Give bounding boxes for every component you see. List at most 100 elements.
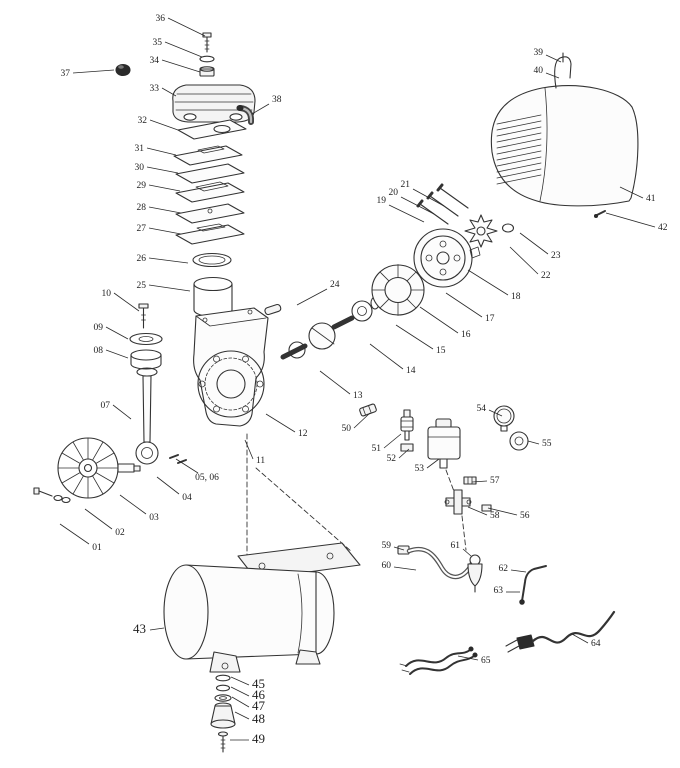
leader-line-50	[353, 412, 371, 429]
leader-line-19	[388, 204, 425, 223]
part-label-03: 03	[149, 513, 159, 523]
leader-line-08	[105, 349, 129, 359]
part-label-08: 08	[94, 346, 104, 356]
part-label-48: 48	[252, 711, 265, 726]
part-label-22: 22	[541, 271, 551, 281]
leader-line-03	[119, 494, 147, 515]
part-label-62: 62	[499, 564, 509, 574]
leader-line-51	[383, 433, 402, 449]
leader-line-61	[462, 548, 472, 557]
leader-line-20	[400, 196, 435, 215]
leader-line-10	[113, 292, 140, 312]
leader-line-0506	[175, 458, 199, 474]
part-label-45: 45	[252, 676, 265, 691]
part-label-29: 29	[137, 181, 147, 191]
part-label-32: 32	[138, 116, 148, 126]
part-label-46: 46	[252, 687, 266, 702]
leader-line-35	[164, 41, 203, 58]
part-label-25: 25	[137, 281, 147, 291]
leader-line-64	[571, 633, 589, 644]
motor-fan	[464, 214, 498, 248]
part-label-63: 63	[494, 586, 504, 596]
part-label-01: 01	[92, 543, 102, 553]
nipple-fitting	[463, 476, 477, 485]
leader-line-57	[471, 480, 488, 483]
part-label-55: 55	[542, 439, 552, 449]
leader-line-58	[467, 506, 488, 516]
leader-line-27	[148, 227, 182, 235]
part-label-04: 04	[182, 493, 192, 503]
leader-line-60	[393, 566, 417, 571]
leader-line-12	[265, 413, 296, 433]
part-label-54: 54	[477, 404, 487, 414]
fan-bolt-washers	[33, 487, 71, 504]
piston-cup	[130, 349, 162, 370]
leader-line-52	[398, 448, 410, 459]
cross-fitting	[444, 489, 472, 515]
elbow-fitting	[236, 104, 255, 125]
leader-line-24	[296, 288, 328, 306]
leader-line-45	[230, 676, 250, 686]
leader-line-30	[146, 166, 179, 174]
plug-fitting	[481, 504, 492, 512]
retaining-clip	[501, 223, 515, 233]
part-label-37: 37	[61, 69, 71, 79]
part-label-16: 16	[461, 330, 471, 340]
leader-line-36	[167, 17, 206, 37]
part-label-56: 56	[520, 511, 530, 521]
cylinder-ring	[192, 252, 232, 268]
connecting-rod	[135, 367, 187, 465]
crankshaft	[280, 296, 380, 360]
leader-line-38	[251, 103, 270, 115]
wiring-leads	[399, 646, 478, 675]
cylinder-head	[172, 84, 256, 123]
part-label-64: 64	[591, 639, 601, 649]
part-number-callouts: 36353433373832313029282726251009080705, …	[59, 14, 668, 746]
part-label-02: 02	[115, 528, 125, 538]
leader-line-56	[487, 507, 518, 516]
check-valve	[400, 409, 414, 441]
rubber-plug	[115, 63, 131, 77]
valve-nut	[400, 443, 414, 452]
leader-line-26	[148, 257, 189, 264]
part-label-58: 58	[490, 511, 500, 521]
leader-line-02	[84, 508, 113, 530]
part-label-47: 47	[252, 698, 266, 713]
flywheel-fan	[57, 437, 141, 499]
leader-line-21	[412, 188, 445, 207]
part-label-61: 61	[451, 541, 461, 551]
part-label-20: 20	[389, 188, 399, 198]
leader-line-01	[59, 523, 90, 545]
piston-washer	[129, 332, 163, 346]
stator-coil	[371, 264, 425, 316]
cylinder-sleeve	[193, 276, 233, 318]
part-label-51: 51	[372, 444, 382, 454]
crank-pin	[264, 303, 282, 316]
shroud-cover	[490, 85, 639, 207]
part-label-09: 09	[94, 323, 104, 333]
leader-line-37	[72, 69, 115, 74]
part-label-65: 65	[481, 656, 491, 666]
valve-plate-stack	[173, 119, 247, 245]
part-label-19: 19	[377, 196, 387, 206]
part-label-41: 41	[646, 194, 656, 204]
leader-line-04	[156, 476, 180, 495]
leader-line-42	[605, 212, 656, 228]
leader-line-18	[467, 269, 509, 296]
part-label-12: 12	[298, 429, 308, 439]
part-label-60: 60	[382, 561, 392, 571]
part-label-34: 34	[150, 56, 160, 66]
leader-line-15	[395, 324, 434, 350]
part-label-53: 53	[415, 464, 425, 474]
part-label-13: 13	[353, 391, 363, 401]
pressure-switch	[427, 418, 461, 469]
leader-line-40	[545, 72, 560, 79]
pressure-gauge	[493, 405, 515, 432]
leader-line-65	[457, 655, 479, 661]
head-washer	[199, 55, 215, 63]
leader-line-17	[445, 292, 483, 318]
motor-through-bolts	[416, 183, 469, 225]
part-label-24: 24	[330, 280, 340, 290]
leader-line-33	[161, 87, 177, 97]
